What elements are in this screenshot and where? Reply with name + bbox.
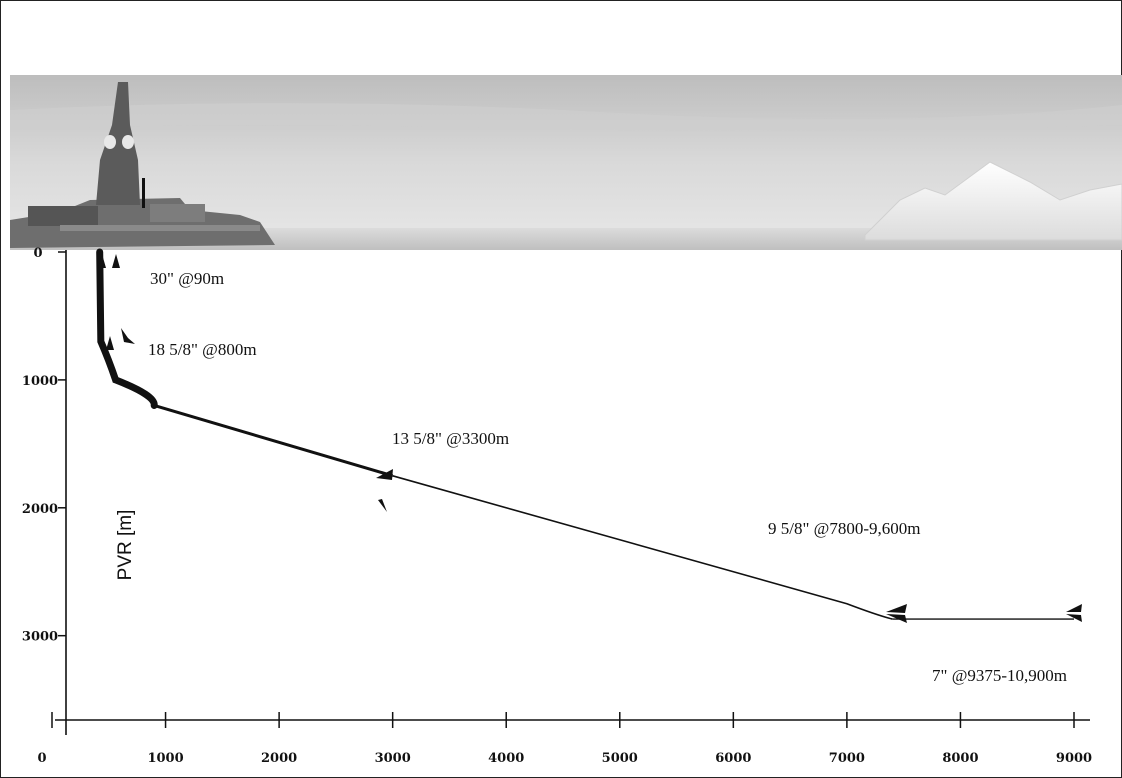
x-tick-label: 2000 — [261, 751, 297, 766]
well-path-upper-section — [96, 248, 158, 409]
casing-shoe-13-marker — [376, 469, 393, 512]
casing-shoe-30-marker — [98, 254, 120, 268]
x-tick-label: 3000 — [375, 751, 411, 766]
x-tick-label: 6000 — [715, 751, 751, 766]
drilling-platform — [10, 82, 275, 248]
well-path — [96, 248, 1074, 620]
y-tick-label: 0 — [33, 246, 42, 261]
axes — [55, 250, 1090, 735]
x-tick-label: 5000 — [602, 751, 638, 766]
casing-shoe-9-marker — [886, 604, 907, 623]
cloud-streaks — [10, 102, 1122, 131]
x-axis-ticks: 0 1000 2000 3000 4000 5000 6000 7000 8000 9000 — [37, 712, 1092, 766]
x-tick-label: 4000 — [488, 751, 524, 766]
ice-mountains — [864, 161, 1122, 241]
scene-banner — [10, 75, 1122, 250]
x-tick-label: 8000 — [942, 751, 978, 766]
y-tick-label: 2000 — [22, 502, 58, 517]
derrick-tower — [96, 82, 140, 205]
y-tick-label: 3000 — [22, 630, 58, 645]
well-path-lower-section — [392, 475, 893, 620]
casing-label-7: 7" @9375-10,900m — [932, 666, 1067, 685]
casing-label-18-5-8: 18 5/8" @800m — [148, 340, 257, 359]
casing-label-30: 30" @90m — [150, 269, 224, 288]
x-tick-label: 9000 — [1056, 751, 1092, 766]
casing-shoe-7-marker — [1066, 604, 1082, 622]
x-tick-label: 0 — [37, 751, 46, 766]
well-path-middle-section — [153, 404, 394, 478]
y-axis-title: PVR [m] — [115, 510, 136, 581]
casing-labels: 30" @90m 18 5/8" @800m 13 5/8" @3300m 9 … — [148, 269, 1067, 685]
y-axis-ticks: 0 1000 2000 3000 — [22, 246, 66, 645]
casing-shoe-18-marker — [106, 328, 135, 350]
casing-shoe-markers — [98, 254, 1082, 623]
x-tick-label: 7000 — [829, 751, 865, 766]
y-tick-label: 1000 — [22, 374, 58, 389]
sea-band — [10, 228, 1122, 250]
casing-label-9-5-8: 9 5/8" @7800-9,600m — [768, 519, 920, 538]
casing-label-13-5-8: 13 5/8" @3300m — [392, 429, 509, 448]
x-tick-label: 1000 — [147, 751, 183, 766]
